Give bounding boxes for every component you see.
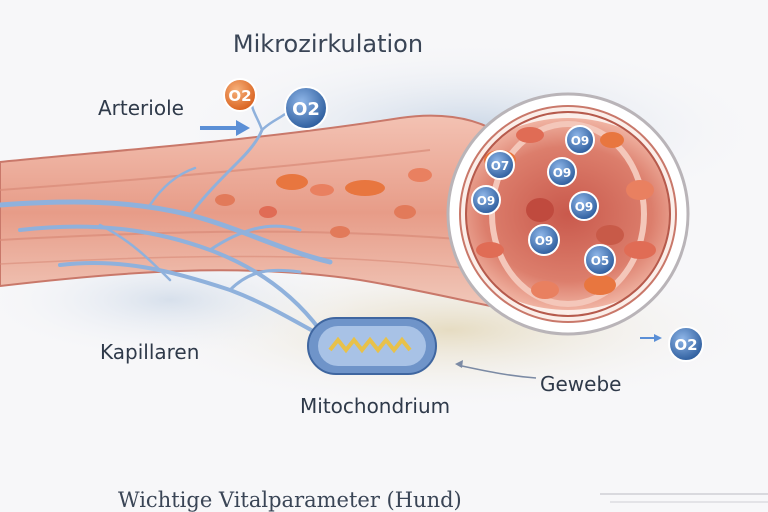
svg-text:O2: O2 (228, 87, 251, 105)
svg-text:O9: O9 (571, 134, 590, 148)
oxygen-molecule-outflow: O2 (668, 326, 704, 362)
red-blood-cell (276, 174, 308, 190)
zoom-oxygen-molecule: O9 (565, 125, 595, 155)
label-mitochondrion: Mitochondrium (300, 394, 451, 418)
zoom-oxygen-molecule: O9 (569, 191, 599, 221)
inflow-arrow (200, 120, 250, 136)
zoom-oxygen-molecules: O9 O7 O9 O9 O9 O9 (471, 125, 616, 276)
label-arteriole: Arteriole (98, 96, 184, 120)
capillary-network (0, 98, 333, 342)
oxygen-molecule-orange: O2 (223, 78, 257, 112)
svg-text:O2: O2 (292, 99, 320, 120)
svg-text:O2: O2 (674, 336, 697, 354)
zoom-oxygen-molecule: O9 (528, 224, 560, 256)
svg-text:O9: O9 (575, 200, 594, 214)
zoom-oxygen-molecule: O5 (584, 244, 616, 276)
label-capillaries: Kapillaren (100, 340, 200, 364)
arteriole-vessel (0, 114, 512, 312)
svg-text:O7: O7 (491, 159, 510, 173)
svg-text:O5: O5 (591, 254, 610, 268)
mitochondrion (307, 317, 437, 375)
svg-text:O9: O9 (553, 166, 572, 180)
svg-text:O9: O9 (477, 194, 496, 208)
next-section-title: Wichtige Vitalparameter (Hund) (118, 488, 462, 512)
svg-text:O9: O9 (535, 234, 554, 248)
zoom-oxygen-molecule: O9 (547, 157, 577, 187)
diagram-title: Mikrozirkulation (232, 30, 424, 58)
tissue-pointer (461, 365, 537, 379)
zoom-oxygen-molecule: O7 (485, 150, 515, 180)
label-tissue: Gewebe (540, 372, 622, 396)
oxygen-molecule-blue-large: O2 (284, 86, 328, 130)
zoom-oxygen-molecule: O9 (471, 185, 501, 215)
